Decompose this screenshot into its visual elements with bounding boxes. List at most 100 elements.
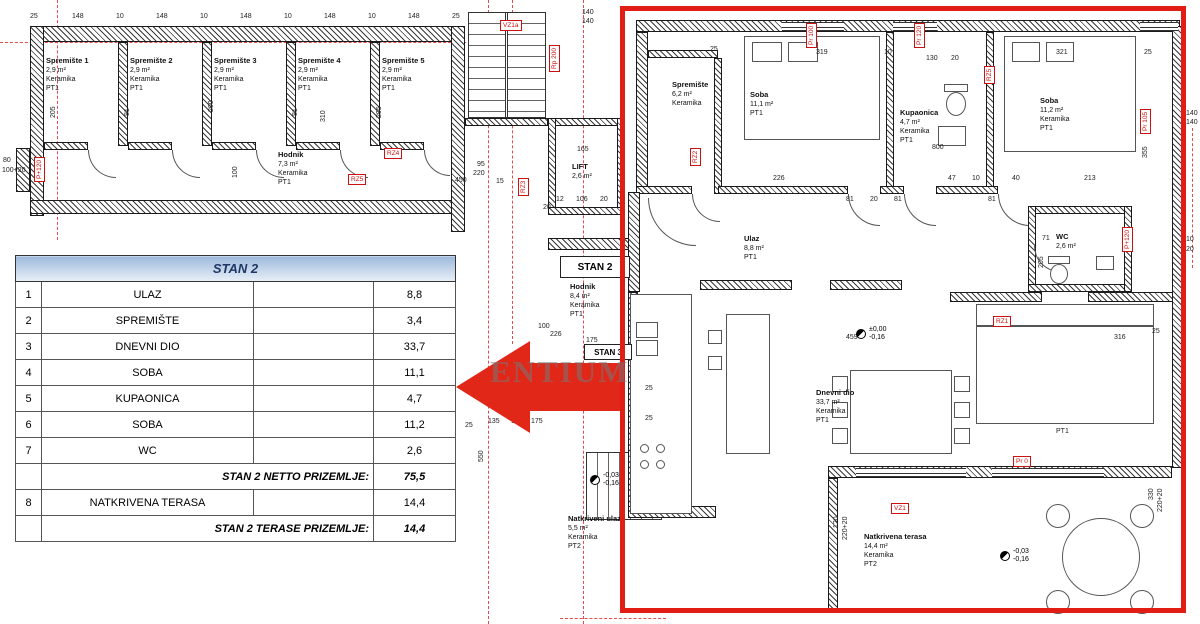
table-title: STAN 2 bbox=[14, 255, 457, 282]
room-label-line: 2,6 m² bbox=[572, 172, 592, 180]
dimension-label: 100+20 bbox=[2, 167, 26, 174]
dimension-label: 80 bbox=[3, 157, 11, 164]
room-label-line: Natkriveni ulaz bbox=[568, 514, 621, 523]
stair-divider bbox=[505, 12, 508, 118]
room-label-line: Keramika bbox=[864, 551, 894, 559]
room-label-line: Dnevni dio bbox=[816, 388, 855, 397]
room-label-line: Kupaonica bbox=[900, 108, 939, 117]
room-label-line: 8,8 m² bbox=[744, 244, 764, 252]
dimension-label: 220+20 bbox=[842, 516, 849, 540]
room-label-line: Natkrivena terasa bbox=[864, 532, 927, 541]
reference-tag: RZ2 bbox=[690, 147, 701, 166]
toilet-tank bbox=[1048, 256, 1070, 264]
chair bbox=[832, 428, 848, 444]
wall bbox=[636, 186, 692, 194]
door-arc bbox=[648, 198, 696, 246]
room-label-line: Keramika bbox=[382, 75, 412, 83]
dimension-label: 25 bbox=[452, 13, 460, 20]
wall bbox=[617, 118, 625, 215]
room-label-line: Keramika bbox=[816, 407, 846, 415]
dimension-label: 355 bbox=[1142, 146, 1149, 158]
room-label-line: 5,5 m² bbox=[568, 524, 588, 532]
dimension-label: 100 bbox=[232, 166, 239, 178]
room-label-line: Keramika bbox=[900, 127, 930, 135]
dimension-label: 205 bbox=[50, 106, 57, 118]
dimension-label: 130 bbox=[926, 55, 938, 62]
room-label-line: Spremište 4 bbox=[298, 56, 341, 65]
window bbox=[1140, 22, 1178, 31]
dimension-label: 175 bbox=[586, 337, 598, 344]
table-sum-row: STAN 2 TERASE PRIZEMLJE:14,4 bbox=[15, 515, 457, 542]
wall bbox=[30, 26, 465, 42]
room-label-line: Keramika bbox=[214, 75, 244, 83]
dimension-label: 220 bbox=[473, 170, 485, 177]
reference-tag: Pr 120 bbox=[914, 22, 925, 48]
room-label-line: 2,9 m² bbox=[382, 66, 402, 74]
wall bbox=[548, 238, 630, 250]
terrace-chair bbox=[1046, 590, 1070, 614]
wall bbox=[986, 32, 994, 194]
arrow-tail bbox=[530, 363, 620, 411]
door-arc bbox=[692, 194, 720, 222]
window bbox=[856, 468, 966, 477]
level-symbol-icon bbox=[590, 475, 600, 486]
dimension-label: 220+20 bbox=[1157, 488, 1164, 512]
reference-tag: Pr 100 bbox=[806, 22, 817, 48]
wall bbox=[880, 186, 904, 194]
room-label-line: 2,9 m² bbox=[46, 66, 66, 74]
toilet bbox=[1050, 264, 1068, 284]
kitchen-island bbox=[726, 314, 770, 454]
room-label-line: PT2 bbox=[864, 560, 877, 568]
table-sum-row: STAN 2 NETTO PRIZEMLJE:75,5 bbox=[15, 463, 457, 490]
room-label-line: 2,6 m² bbox=[1056, 242, 1076, 250]
dimension-label: 316 bbox=[1114, 334, 1126, 341]
room-label-line: 8,4 m² bbox=[570, 292, 590, 300]
dimension-label: 25 bbox=[710, 46, 718, 53]
dimension-label: 165 bbox=[577, 146, 589, 153]
reference-tag: RZ3 bbox=[518, 177, 529, 196]
dimension-label: 81 bbox=[292, 108, 299, 116]
dimension-label: 10 bbox=[1186, 236, 1194, 243]
stove-burner bbox=[656, 444, 665, 453]
reference-tag: RZ5 bbox=[348, 174, 367, 185]
dimension-label: 213 bbox=[1084, 175, 1096, 182]
dimension-label: 25 bbox=[645, 415, 653, 422]
dimension-label: 148 bbox=[408, 13, 420, 20]
dimension-label: 140 bbox=[1186, 119, 1198, 126]
dimension-label: 175 bbox=[531, 418, 543, 425]
axis-line bbox=[512, 0, 513, 344]
room-label-line: 33,7 m² bbox=[816, 398, 840, 406]
axis-line bbox=[560, 618, 666, 619]
dimension-label: 310 bbox=[320, 110, 327, 122]
highlight-arrow bbox=[456, 341, 620, 433]
axis-line bbox=[0, 42, 486, 43]
room-label-line: 6,2 m² bbox=[672, 90, 692, 98]
reference-tag: VZ1 bbox=[891, 503, 909, 514]
wall bbox=[648, 50, 718, 58]
dimension-label: 25 bbox=[30, 13, 38, 20]
dimension-label: 459 bbox=[846, 334, 858, 341]
terrace-chair bbox=[1130, 504, 1154, 528]
wall bbox=[714, 58, 722, 194]
dimension-label: 226 bbox=[550, 331, 562, 338]
reference-tag: RZ5 bbox=[984, 65, 995, 84]
wall bbox=[718, 186, 848, 194]
room-label-line: Keramika bbox=[130, 75, 160, 83]
dimension-label: 148 bbox=[156, 13, 168, 20]
reference-tag: Pr 0 bbox=[1013, 456, 1031, 467]
dimension-label: 81 bbox=[846, 196, 854, 203]
watermark-text: ENTIUM bbox=[490, 354, 630, 389]
dimension-label: 140 bbox=[582, 9, 594, 16]
room-label-line: 7,3 m² bbox=[278, 160, 298, 168]
dimension-label: 81 bbox=[124, 108, 131, 116]
